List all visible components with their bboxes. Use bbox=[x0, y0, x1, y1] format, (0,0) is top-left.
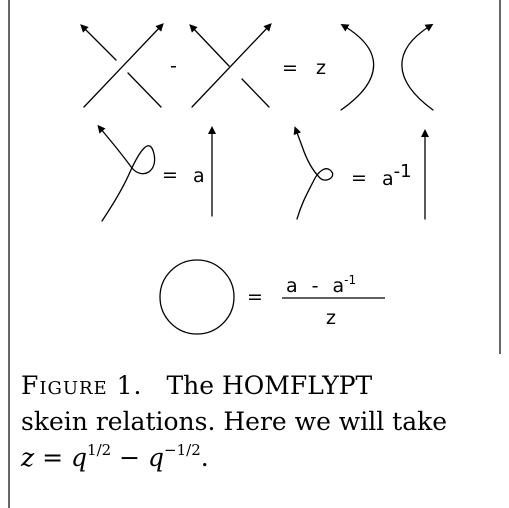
caption-line-2: skein relations. Here we will take bbox=[21, 407, 448, 436]
equals-sign-row2-right: = bbox=[351, 167, 367, 189]
equals-sign-row3: = bbox=[247, 286, 263, 308]
fraction-numerator: a-a-1 bbox=[286, 273, 356, 297]
equals-sign-row1: = bbox=[282, 57, 298, 79]
figure-caption: Figure 1. The HOMFLYPT skein relations. … bbox=[21, 368, 491, 476]
caption-line-1: Figure 1. The HOMFLYPT bbox=[21, 368, 491, 404]
caption-line-3: z = q1/2 − q−1/2. bbox=[21, 440, 209, 472]
fraction-denominator: z bbox=[326, 307, 336, 329]
a-inverse-label: a-1 bbox=[382, 161, 412, 190]
figure-label: Figure 1. bbox=[21, 371, 143, 400]
a-label: a bbox=[193, 165, 205, 187]
positive-crossing bbox=[83, 26, 164, 108]
positive-curl-strand bbox=[97, 124, 156, 222]
caption-text-1: The HOMFLYPT bbox=[166, 371, 373, 400]
equals-sign-row2-left: = bbox=[162, 164, 178, 186]
negative-crossing bbox=[192, 26, 272, 108]
z-label-row1: z bbox=[316, 57, 326, 79]
unknot-circle bbox=[159, 259, 235, 335]
minus-sign: - bbox=[170, 55, 177, 77]
oriented-smoothing bbox=[340, 23, 434, 111]
negative-curl-strand bbox=[293, 126, 334, 220]
